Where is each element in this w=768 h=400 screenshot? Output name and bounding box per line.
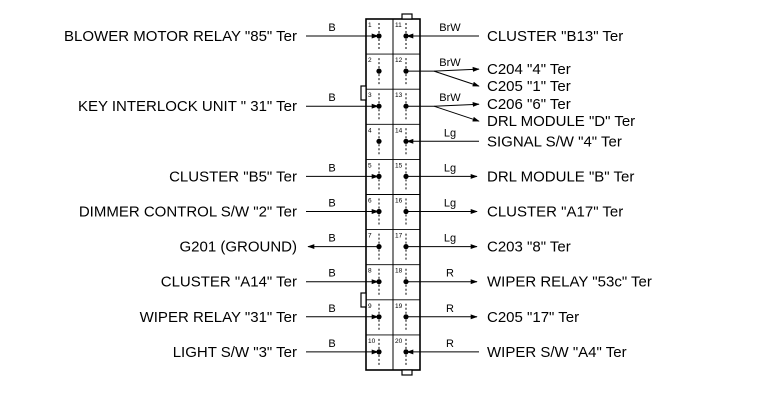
terminal-label: LIGHT S/W "3" Ter xyxy=(173,344,297,361)
terminal-label: CLUSTER "B5" Ter xyxy=(169,168,297,185)
pin-number: 14 xyxy=(395,127,403,134)
pin-number: 19 xyxy=(395,303,403,310)
wire-color-label: B xyxy=(328,162,335,174)
wire-color-label: BrW xyxy=(439,92,461,104)
pin-number: 2 xyxy=(368,57,372,64)
right-connection: R C205 "17" Ter xyxy=(406,303,579,326)
pin-number: 10 xyxy=(368,338,376,345)
right-connection: BrW C206 "6" Ter xyxy=(406,92,571,113)
left-connection: B G201 (GROUND) xyxy=(179,233,379,256)
left-connection: B LIGHT S/W "3" Ter xyxy=(173,338,379,361)
terminal-label: CLUSTER "A17" Ter xyxy=(487,204,623,221)
terminal-label: WIPER S/W "A4" Ter xyxy=(487,344,627,361)
pin-number: 12 xyxy=(395,57,403,64)
pin-number: 1 xyxy=(368,22,372,29)
terminal-label: WIPER RELAY "31" Ter xyxy=(140,309,297,326)
wire-branch xyxy=(433,66,480,72)
right-connection: BrW CLUSTER "B13" Ter xyxy=(406,22,623,45)
pin-number: 4 xyxy=(368,127,372,134)
left-connection: B BLOWER MOTOR RELAY "85" Ter xyxy=(64,22,379,45)
terminal-label: DIMMER CONTROL S/W "2" Ter xyxy=(79,204,297,221)
pin-number: 16 xyxy=(395,198,403,205)
terminal-label: KEY INTERLOCK UNIT " 31" Ter xyxy=(78,98,297,115)
terminal-label: SIGNAL S/W "4" Ter xyxy=(487,133,622,150)
wire-color-label: B xyxy=(328,22,335,34)
pin-contact xyxy=(376,68,382,74)
wire-color-label: B xyxy=(328,92,335,104)
wire-color-label: Lg xyxy=(444,233,456,245)
pin-number: 18 xyxy=(395,268,403,275)
wire-color-label: R xyxy=(446,303,454,315)
pin-number: 5 xyxy=(368,162,372,169)
wire-color-label: BrW xyxy=(439,57,461,69)
right-connection: R WIPER RELAY "53c" Ter xyxy=(406,268,652,291)
wire-color-label: Lg xyxy=(444,198,456,210)
wire-color-label: Lg xyxy=(444,162,456,174)
pin-number: 7 xyxy=(368,233,372,240)
wire-color-label: R xyxy=(446,268,454,280)
terminal-label: CLUSTER "A14" Ter xyxy=(161,274,297,291)
terminal-label: DRL MODULE "D" Ter xyxy=(487,113,635,130)
wire-color-label: B xyxy=(328,268,335,280)
wire-color-label: B xyxy=(328,303,335,315)
wire-branch xyxy=(433,70,480,87)
pin-number: 3 xyxy=(368,92,372,99)
left-connection: B KEY INTERLOCK UNIT " 31" Ter xyxy=(78,92,379,115)
wire-color-label: B xyxy=(328,198,335,210)
pin-number: 20 xyxy=(395,338,403,345)
pin-number: 9 xyxy=(368,303,372,310)
terminal-label: C206 "6" Ter xyxy=(487,96,571,113)
wire-color-label: Lg xyxy=(444,127,456,139)
terminal-label: BLOWER MOTOR RELAY "85" Ter xyxy=(64,28,297,45)
pin-cell-2: 2 xyxy=(366,53,393,86)
terminal-label: C205 "1" Ter xyxy=(487,78,571,95)
right-connection: R WIPER S/W "A4" Ter xyxy=(406,338,627,361)
pin-number: 6 xyxy=(368,198,372,205)
pin-number: 17 xyxy=(395,233,403,240)
terminal-label: G201 (GROUND) xyxy=(179,239,297,256)
left-connection: B DIMMER CONTROL S/W "2" Ter xyxy=(79,198,379,221)
terminal-label: C203 "8" Ter xyxy=(487,239,571,256)
wire-color-label: R xyxy=(446,338,454,350)
right-connection: BrW C204 "4" Ter xyxy=(406,57,571,78)
pin-number: 11 xyxy=(395,22,402,29)
terminal-label: C205 "17" Ter xyxy=(487,309,579,326)
wire-color-label: B xyxy=(328,233,335,245)
pin-number: 13 xyxy=(395,92,403,99)
right-connection: DRL MODULE "D" Ter xyxy=(433,105,635,130)
terminal-label: WIPER RELAY "53c" Ter xyxy=(487,274,652,291)
pin-cell-13: 13 xyxy=(393,88,420,121)
wire-color-label: B xyxy=(328,338,335,350)
terminal-label: CLUSTER "B13" Ter xyxy=(487,28,623,45)
left-connection: B CLUSTER "A14" Ter xyxy=(161,268,379,291)
wire-branch xyxy=(433,105,480,122)
left-connection: B WIPER RELAY "31" Ter xyxy=(140,303,379,326)
pin-cell-18: 18 xyxy=(393,264,420,296)
right-connection: C205 "1" Ter xyxy=(433,70,571,95)
wire-branch xyxy=(433,102,480,107)
pin-number: 15 xyxy=(395,162,403,169)
terminal-label: C204 "4" Ter xyxy=(487,61,571,78)
pin-cell-4: 4 xyxy=(366,123,393,156)
wire-color-label: BrW xyxy=(439,22,461,34)
pin-contact xyxy=(376,138,382,144)
terminal-label: DRL MODULE "B" Ter xyxy=(487,168,634,185)
pin-number: 8 xyxy=(368,268,372,275)
pin-cell-17: 17 xyxy=(393,229,420,261)
left-connection: B CLUSTER "B5" Ter xyxy=(169,162,379,185)
